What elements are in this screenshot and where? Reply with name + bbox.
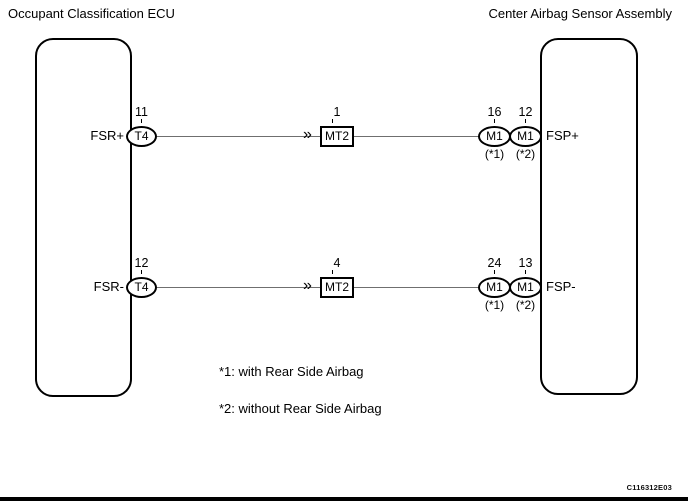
wire-arrow-icon: » [303,277,312,294]
variant-note-2: (*2) [515,298,536,312]
figure-code: C116312E03 [626,483,672,492]
pin-tick [141,119,142,123]
pin-tick [141,270,142,274]
connector-m1-variant2: M1 [509,126,542,147]
sensor-pin-label: FSP- [546,279,576,294]
pin-tick [332,119,333,123]
pin-tick [332,270,333,274]
mid-pin-number: 1 [333,105,341,119]
connector-m1-variant1: M1 [478,126,511,147]
connector-mt2: MT2 [320,126,354,147]
ecu-pin-number: 11 [135,105,148,119]
pin-tick [525,270,526,274]
sensor-pin-number-2: 13 [518,256,533,270]
sensor-assembly-component-box [540,38,638,395]
page-bottom-rule [0,497,688,501]
sensor-assembly-title: Center Airbag Sensor Assembly [488,6,672,21]
ecu-pin-number: 12 [134,256,149,270]
mid-pin-number: 4 [333,256,341,270]
sensor-pin-label: FSP+ [546,128,579,143]
variant-note-1: (*1) [484,298,505,312]
connector-t4: T4 [126,126,157,147]
variant-note-1: (*1) [484,147,505,161]
sensor-pin-number-1: 16 [487,105,502,119]
variant-note-2: (*2) [515,147,536,161]
ecu-component-box [35,38,132,397]
connector-mt2: MT2 [320,277,354,298]
connector-t4: T4 [126,277,157,298]
connector-m1-variant2: M1 [509,277,542,298]
legend-note-with-rear-side-airbag: *1: with Rear Side Airbag [219,364,364,379]
wire-row-fsr-minus: FSR- 12 T4 » 4 MT2 24 M1 13 M1 (*1) (*2)… [0,256,688,312]
wire-arrow-icon: » [303,126,312,143]
ecu-title: Occupant Classification ECU [8,6,175,21]
legend-note-without-rear-side-airbag: *2: without Rear Side Airbag [219,401,382,416]
sensor-pin-number-2: 12 [518,105,533,119]
pin-tick [494,270,495,274]
pin-tick [494,119,495,123]
connector-m1-variant1: M1 [478,277,511,298]
ecu-pin-label: FSR- [93,279,124,294]
wire-row-fsr-plus: FSR+ 11 T4 » 1 MT2 16 M1 12 M1 (*1) (*2)… [0,105,688,161]
sensor-pin-number-1: 24 [487,256,502,270]
ecu-pin-label: FSR+ [90,128,124,143]
pin-tick [525,119,526,123]
